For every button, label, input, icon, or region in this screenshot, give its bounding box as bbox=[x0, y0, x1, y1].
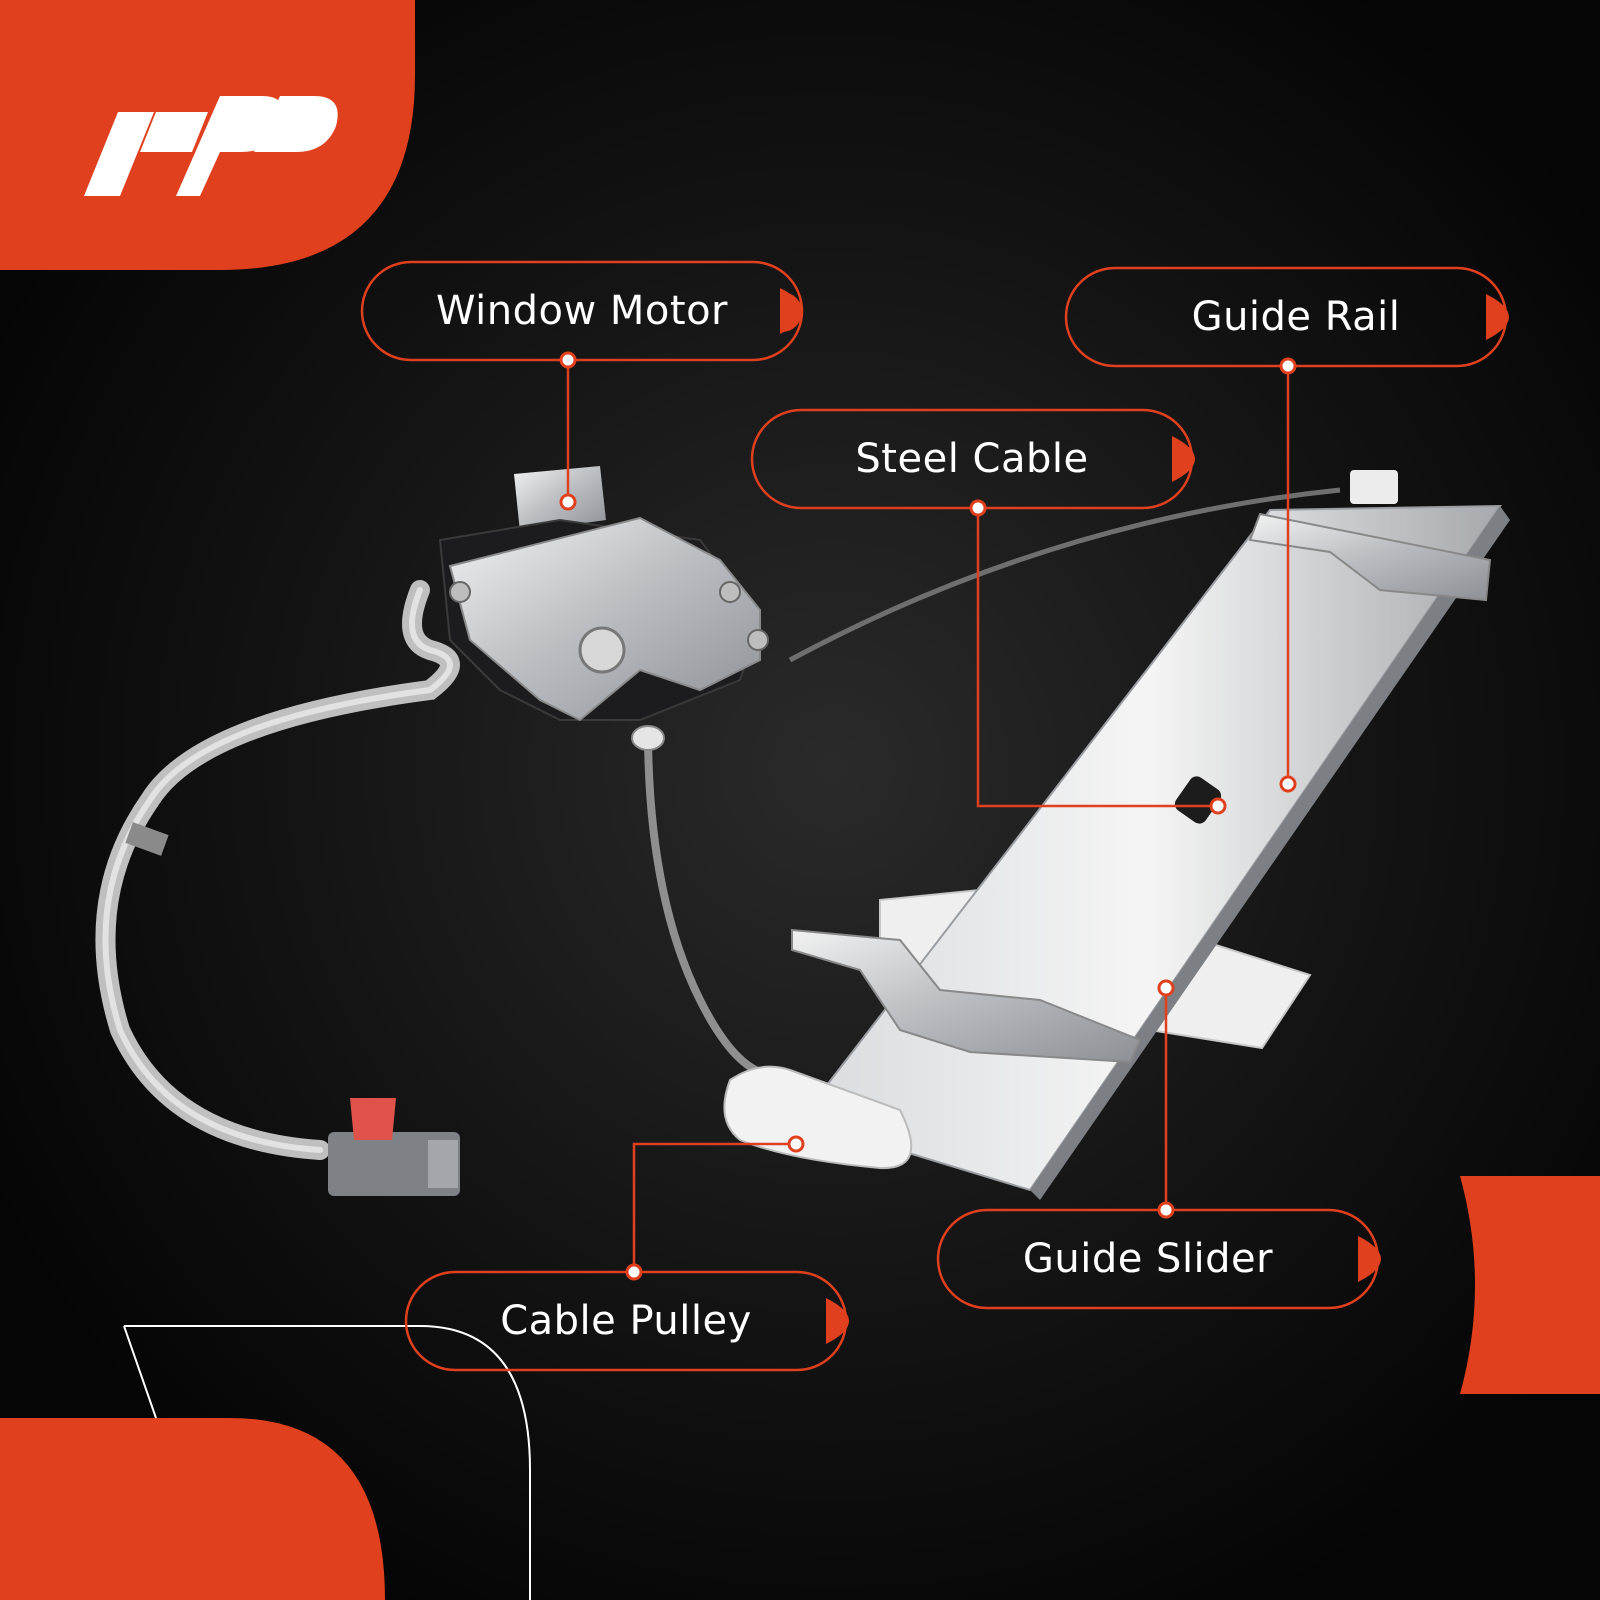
window-motor-dot-top bbox=[559, 351, 577, 369]
logo-stroke-p1 bbox=[176, 96, 285, 196]
motor-bolt-1 bbox=[449, 581, 471, 603]
bottom-outline-edge bbox=[123, 1325, 157, 1419]
guide-rail-slot bbox=[1174, 776, 1222, 824]
lower-bracket bbox=[791, 928, 1142, 1064]
brand-logo bbox=[84, 96, 338, 196]
guide-rail-dot-end bbox=[1279, 775, 1297, 793]
bottom-outline-arc bbox=[124, 1325, 531, 1600]
motor-spindle bbox=[578, 626, 626, 674]
window-motor-label: Window Motor bbox=[435, 288, 728, 334]
motor-cover-plate bbox=[448, 516, 761, 722]
connector-body bbox=[328, 1132, 460, 1196]
wire-clip bbox=[125, 822, 169, 856]
top-bracket-clip bbox=[1350, 470, 1398, 504]
callout-guide-slider bbox=[936, 979, 1381, 1310]
guide-slider-dot-top bbox=[1157, 979, 1175, 997]
guide-rail-pill-cap-shape bbox=[1486, 294, 1509, 340]
wire-harness bbox=[95, 580, 460, 1160]
window-regulator-product bbox=[95, 466, 1510, 1200]
cable-pulley-dot-top bbox=[625, 1263, 643, 1281]
steel-cable-pill-cap-shape bbox=[1172, 436, 1195, 482]
callouts bbox=[360, 260, 1509, 1372]
logo-stroke-a-left bbox=[84, 112, 154, 196]
cable-pulley-leader bbox=[632, 1142, 796, 1272]
cable-pulley-label: Cable Pulley bbox=[500, 1298, 752, 1344]
motor-bolt-3 bbox=[747, 629, 769, 651]
guide-rail-body bbox=[798, 504, 1502, 1192]
steel-cable-leader bbox=[976, 508, 1218, 808]
steel-cable-dot-top bbox=[969, 499, 987, 517]
connector-red-lock bbox=[350, 1098, 396, 1140]
bottom-left-accent-shape bbox=[0, 1418, 385, 1600]
cable-pulley-dot-end bbox=[787, 1135, 805, 1153]
guide-rail-dot-top bbox=[1279, 357, 1297, 375]
window-motor-dot-end bbox=[559, 493, 577, 511]
callout-guide-rail bbox=[1064, 266, 1509, 793]
cable-pulley-socket bbox=[631, 725, 665, 751]
logo-stroke-p2 bbox=[254, 96, 338, 152]
callout-window-motor bbox=[360, 260, 804, 511]
top-bracket bbox=[1248, 512, 1492, 602]
steel-cable-dot-end bbox=[1209, 797, 1227, 815]
window-motor-pill-cap-shape bbox=[780, 288, 803, 334]
cable-pulley-pill-cap-shape bbox=[826, 1298, 849, 1344]
guide-rail-label: Guide Rail bbox=[1191, 294, 1401, 340]
motor-bolt-2 bbox=[719, 581, 741, 603]
guide-rail-edge bbox=[1030, 506, 1510, 1200]
motor-top-tab bbox=[514, 466, 606, 532]
right-accent-shape bbox=[1460, 1176, 1600, 1394]
guide-slider-dot-end bbox=[1157, 1201, 1175, 1219]
wire-harness-highlight bbox=[102, 587, 453, 1153]
callout-cable-pulley bbox=[404, 1135, 849, 1372]
steel-cable-lower bbox=[644, 739, 762, 1076]
connector-face bbox=[428, 1140, 458, 1188]
steel-cable-label: Steel Cable bbox=[855, 436, 1089, 482]
steel-cable-upper bbox=[788, 487, 1341, 663]
guide-slider-label: Guide Slider bbox=[1022, 1236, 1274, 1282]
logo-stroke-a-mid bbox=[140, 112, 208, 152]
callout-steel-cable bbox=[750, 408, 1227, 815]
guide-slider-pill-cap-shape bbox=[1358, 1236, 1381, 1282]
cable-pulley-housing bbox=[723, 1065, 913, 1170]
